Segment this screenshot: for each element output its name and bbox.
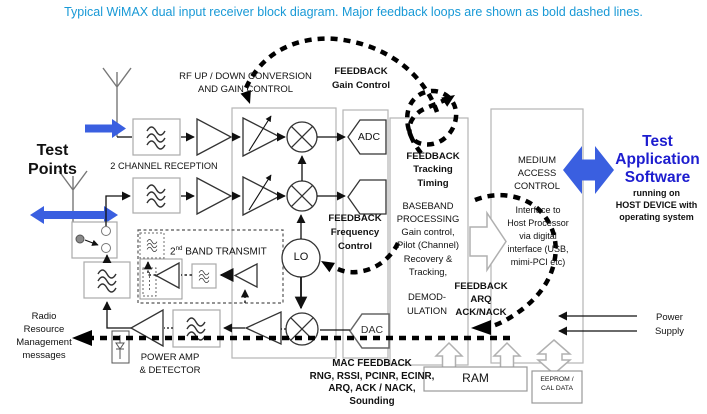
baseband-section-box — [389, 117, 469, 366]
diagram-title: Typical WiMAX dual input receiver block … — [64, 5, 643, 19]
feedback-gain-label: FEEDBACK Gain Control — [331, 66, 391, 91]
eeprom-bus-arrow — [536, 339, 572, 375]
host-link-arrow — [563, 146, 614, 194]
rrm-arrowhead — [72, 330, 92, 346]
band2-filter-top — [139, 232, 165, 259]
ram-box — [423, 366, 528, 392]
test-application-label: Test Application Software — [615, 133, 700, 186]
antenna-switch — [71, 221, 118, 259]
radio-resource-label: Radio Resource Management messages — [16, 311, 72, 361]
test-application-sub-label: running on HOST DEVICE with operating sy… — [615, 188, 698, 222]
tracking-arrowhead — [441, 95, 455, 107]
band2-transmit-box — [137, 229, 284, 304]
power-supply-label: Power Supply — [654, 312, 685, 338]
band2-amp-right-icon — [233, 262, 258, 289]
two-channel-label: 2 CHANNEL RECEPTION — [110, 161, 218, 171]
band2-sup: nd — [175, 245, 183, 252]
medium-access-label: MEDIUM ACCESS CONTROL — [514, 154, 560, 191]
band2-rest: BAND TRANSMIT — [182, 246, 267, 258]
dac-label: DAC — [360, 324, 384, 336]
eeprom-label: EEPROM / CAL DATA — [540, 376, 574, 393]
mixer2-icon — [286, 180, 318, 212]
frequency-arrowhead — [321, 261, 335, 273]
band2-prefix: 2 — [170, 246, 176, 258]
vga1-amp-icon — [242, 116, 282, 158]
host-interface-label: Interface to Host Processor via digital … — [507, 205, 569, 268]
band2-transmit-label: 2nd BAND TRANSMIT — [170, 245, 285, 259]
baseband-label: BASEBAND PROCESSING Gain control, Pilot … — [396, 200, 460, 277]
lo-label: LO — [293, 251, 309, 263]
eeprom-box — [531, 370, 583, 404]
test-point-arrow-2 — [30, 206, 118, 224]
baseband-to-mac-arrow — [469, 210, 507, 273]
mac-feedback-label: MAC FEEDBACK RNG, RSSI, PCINR, ECINR, AR… — [309, 358, 435, 408]
band2-amp-left-icon — [154, 261, 180, 290]
power-amp-label: POWER AMP & DETECTOR — [139, 352, 201, 376]
adc1-block — [347, 119, 387, 155]
feedback-arq-label: FEEDBACK ARQ ACK/NACK — [454, 281, 508, 318]
demodulation-label: DEMOD- ULATION — [407, 291, 447, 316]
mixer1-icon — [286, 121, 318, 153]
rf-section-box — [231, 107, 337, 359]
lna2-amp-icon — [196, 176, 233, 216]
vga2-amp-icon — [242, 175, 282, 217]
ram-label: RAM — [462, 371, 489, 385]
arq-arrowhead — [471, 320, 491, 335]
band2-detector-box — [142, 267, 157, 297]
power-amp-icon — [129, 308, 164, 348]
test-point-arrow-1 — [85, 119, 126, 138]
test-points-label: Test Points — [28, 142, 77, 179]
gain-feedback-curve — [243, 36, 440, 113]
arq-feedback-curve — [474, 192, 558, 330]
rf-updown-label: RF UP / DOWN CONVERSION AND GAIN CONTROL — [179, 71, 312, 95]
converter-section-box — [342, 109, 389, 359]
feedback-frequency-label: FEEDBACK Frequency Control — [328, 213, 382, 252]
rx1-filter — [132, 118, 181, 156]
feedback-tracking-label: FEEDBACK Tracking Timing — [406, 151, 460, 189]
adc2-block — [347, 179, 387, 215]
adc-label: ADC — [357, 131, 381, 143]
tracking-feedback-curve — [404, 88, 459, 155]
band2-inner-box — [139, 258, 183, 300]
gain-arrowhead — [240, 90, 251, 104]
lna1-amp-icon — [196, 117, 233, 157]
frequency-feedback-curve — [328, 241, 401, 275]
